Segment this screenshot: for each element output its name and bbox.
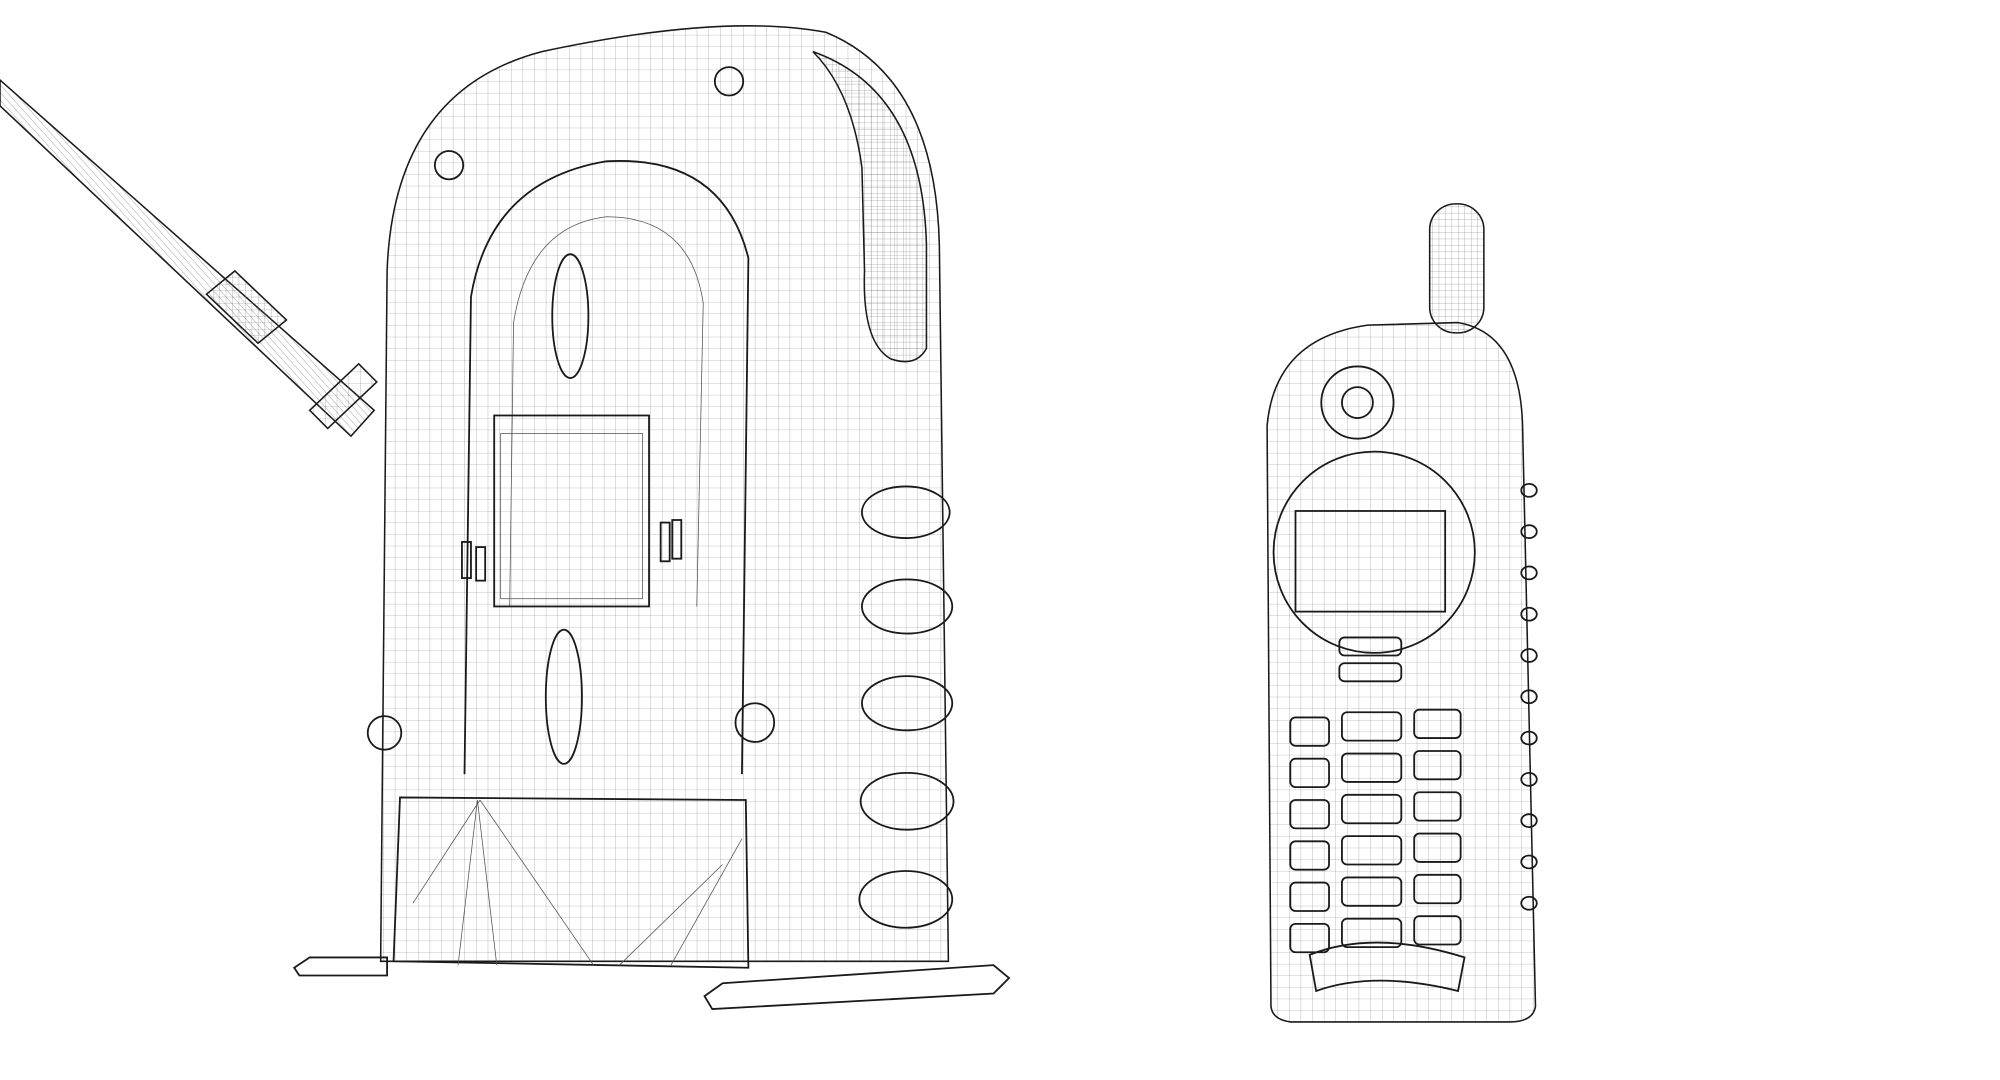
screw-hole: [713, 66, 745, 97]
base-foot-left: [292, 956, 388, 977]
keypad-key: [1413, 750, 1462, 781]
grip-ridge: [1520, 606, 1538, 622]
base-foot-right: [703, 964, 1011, 1010]
handset-earpiece: [1320, 365, 1395, 440]
grip-ridge: [1520, 648, 1538, 663]
screw-hole: [366, 715, 403, 751]
keypad-key: [1289, 881, 1330, 912]
keypad-key: [1341, 876, 1403, 907]
keypad-key: [1413, 915, 1462, 946]
keypad-key: [1413, 791, 1462, 822]
keypad-key: [1341, 917, 1403, 948]
keypad-key: [1289, 922, 1330, 954]
keypad-key: [1338, 662, 1403, 683]
grip-ridge: [1520, 813, 1538, 828]
base-antenna: [0, 78, 378, 438]
keypad-key: [1341, 711, 1403, 742]
keypad-key: [1289, 716, 1330, 747]
grip-ridge: [1520, 482, 1538, 498]
handset-antenna: [1428, 203, 1485, 334]
screw-hole: [433, 150, 465, 181]
keypad-key: [1413, 708, 1462, 739]
handset-side-grips: [1520, 482, 1538, 911]
keypad-key: [1341, 835, 1403, 866]
phone-base-station: [292, 25, 1011, 1010]
screw-hole: [734, 702, 776, 743]
grip-ridge: [1520, 565, 1538, 581]
grip-ridge: [1520, 689, 1538, 705]
keypad-key: [1341, 752, 1403, 783]
grip-ridge: [1520, 524, 1538, 539]
base-side-buttons: [858, 485, 955, 929]
keypad-key: [1341, 793, 1403, 825]
cordless-handset: [1266, 203, 1538, 1023]
keypad-key: [1289, 799, 1330, 830]
grip-ridge: [1520, 854, 1538, 870]
handset-display: [1294, 510, 1447, 613]
grip-ridge: [1520, 772, 1538, 787]
keypad-key: [1413, 873, 1462, 905]
handset-keypad: [1289, 636, 1462, 954]
keypad-key: [1338, 636, 1403, 657]
keypad-key: [1413, 832, 1462, 863]
base-display-window: [493, 414, 650, 608]
keypad-key: [1289, 840, 1330, 871]
grip-ridge: [1520, 730, 1538, 746]
keypad-key: [1289, 757, 1330, 788]
grip-ridge: [1520, 895, 1538, 911]
